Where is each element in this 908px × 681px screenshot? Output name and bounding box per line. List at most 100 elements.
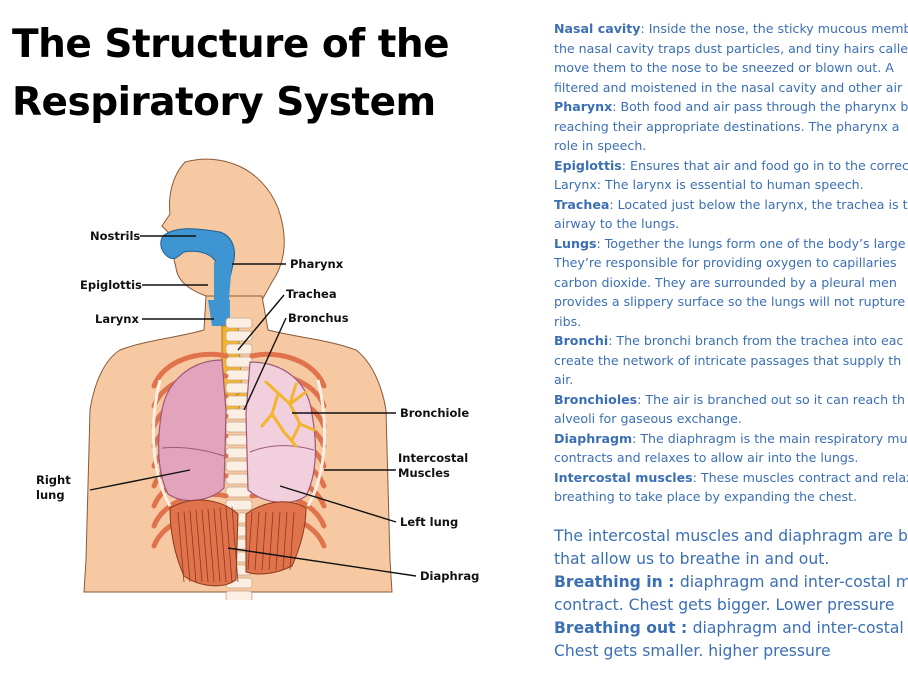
rib-right bbox=[151, 351, 229, 389]
epiglottis-line-1: Epiglottis: Ensures that air and food go… bbox=[554, 157, 908, 173]
bronchiole-branch bbox=[290, 422, 302, 442]
rib-edge-right bbox=[151, 379, 172, 507]
label-trachea: Trachea bbox=[286, 287, 337, 301]
page-title-line-2: Respiratory System bbox=[12, 80, 436, 125]
leader-line bbox=[237, 294, 285, 351]
label-right-lung-line-1: Right bbox=[36, 473, 71, 487]
term-lungs: Lungs bbox=[554, 235, 597, 251]
summary-line-2: that allow us to breathe in and out. bbox=[554, 550, 830, 568]
vertebra bbox=[225, 499, 253, 511]
label-pharynx: Pharynx bbox=[290, 257, 344, 271]
diaphragm-fibre bbox=[219, 507, 227, 583]
lungs-line-4: provides a slippery surface so the lungs… bbox=[554, 294, 906, 309]
label-larynx: Larynx bbox=[95, 312, 139, 326]
trachea-line-1: Trachea: Located just below the larynx, … bbox=[554, 196, 908, 212]
nasal-line-2: the nasal cavity traps dust particles, a… bbox=[554, 40, 908, 56]
right-lung-divider bbox=[161, 447, 225, 457]
term-intercostal-muscles: Intercostal muscles bbox=[554, 469, 693, 485]
diaphragm-fibre bbox=[189, 510, 197, 583]
larynx-line-1: Larynx: The larynx is essential to human… bbox=[554, 177, 864, 192]
lungs-line-3: carbon dioxide. They are surrounded by a… bbox=[554, 274, 897, 290]
leader-lines bbox=[89, 235, 417, 577]
bronchiole-branch bbox=[270, 412, 286, 434]
vertebra bbox=[225, 330, 253, 342]
diaphragm-fibre bbox=[247, 511, 253, 571]
bronchiole-tree bbox=[260, 380, 316, 448]
intercostal-line-2: breathing to take place by expanding the… bbox=[554, 489, 857, 504]
pharynx-line-2: reaching their appropriate destinations.… bbox=[554, 118, 900, 134]
bronchi-line-1: Bronchi: The bronchi branch from the tra… bbox=[554, 333, 904, 348]
pharynx-line-3: role in speech. bbox=[554, 138, 647, 153]
diaphragm-fibre bbox=[231, 506, 239, 583]
diaphragm-fibre bbox=[207, 508, 215, 583]
label-nostrils: Nostrils bbox=[90, 229, 140, 243]
leader-line bbox=[89, 469, 191, 491]
diaphragm-fibre bbox=[289, 511, 295, 571]
diaphragm-fibre bbox=[275, 511, 281, 571]
vertebra bbox=[225, 369, 253, 381]
lungs-line-2: They’re responsible for providing oxygen… bbox=[554, 255, 897, 270]
bronchiole-branch bbox=[260, 412, 274, 428]
diaphragm-line-1: Diaphragm: The diaphragm is the main res… bbox=[554, 430, 908, 446]
trachea-line-2: airway to the lungs. bbox=[554, 216, 680, 231]
lungs-line-1: Lungs: Together the lungs form one of th… bbox=[554, 235, 906, 251]
diaphragm-line-2: contracts and relaxes to allow air into … bbox=[554, 450, 859, 465]
page-title-line-1: The Structure of the bbox=[12, 22, 450, 67]
term-diaphragm: Diaphragm bbox=[554, 430, 633, 446]
leader-line bbox=[279, 485, 397, 523]
organ-descriptions: Nasal cavity: Inside the nose, the stick… bbox=[554, 19, 908, 507]
term-nasal-cavity: Nasal cavity bbox=[554, 21, 641, 36]
bronchioles-line-2: alveoli for gaseous exchange. bbox=[554, 411, 742, 426]
diaphragm-fibre bbox=[254, 511, 260, 571]
summary-line-1: The intercostal muscles and diaphragm ar… bbox=[554, 527, 908, 545]
nasal-line-4: filtered and moistened in the nasal cavi… bbox=[554, 79, 903, 95]
bronchiole-branch bbox=[270, 392, 280, 416]
bronchiole-branch bbox=[288, 390, 308, 406]
label-intercostal-line-2: Muscles bbox=[398, 466, 450, 480]
diaphragm-fibre bbox=[183, 511, 191, 583]
intercostal-line-1: Intercostal muscles: These muscles contr… bbox=[554, 469, 908, 485]
left-lung-divider bbox=[249, 445, 315, 453]
bronchi-line-3: air. bbox=[554, 372, 574, 387]
lungs-line-5: ribs. bbox=[554, 313, 582, 329]
breathing-in-line-2: contract. Chest gets bigger. Lower press… bbox=[554, 596, 895, 614]
leader-line bbox=[227, 547, 417, 577]
rib-left bbox=[249, 351, 327, 389]
breathing-in-line-1: Breathing in : diaphragm and inter-costa… bbox=[554, 573, 908, 591]
rib-edge-left bbox=[306, 379, 327, 507]
diaphragm-fibre bbox=[195, 510, 203, 583]
term-bronchioles: Bronchioles bbox=[554, 391, 638, 407]
respiratory-system-diagram: Nostrils Pharynx Epiglottis Trachea Lary… bbox=[36, 158, 480, 600]
vertebra bbox=[225, 356, 253, 368]
bronchiole-branch bbox=[282, 430, 298, 448]
label-intercostal-line-1: Intercostal bbox=[398, 451, 468, 465]
label-bronchus: Bronchus bbox=[288, 311, 349, 325]
diaphragm-fibres bbox=[177, 506, 295, 583]
term-epiglottis: Epiglottis bbox=[554, 157, 622, 173]
diaphragm-fibre bbox=[268, 511, 274, 571]
vertebra bbox=[225, 590, 253, 600]
term-pharynx: Pharynx bbox=[554, 99, 613, 114]
leader-line bbox=[243, 317, 287, 411]
breathing-out-line-2: Chest gets smaller. higher pressure bbox=[554, 642, 831, 660]
term-breathing-out: Breathing out : bbox=[554, 619, 693, 637]
pharynx-tube bbox=[214, 262, 232, 312]
term-bronchi: Bronchi bbox=[554, 333, 609, 348]
nasal-cavity-shape bbox=[160, 228, 235, 281]
diaphragm-fibre bbox=[261, 511, 267, 571]
term-trachea: Trachea bbox=[554, 196, 610, 212]
breathing-out-line-1: Breathing out : diaphragm and inter-cost… bbox=[554, 619, 908, 637]
label-diaphragm: Diaphragm bbox=[420, 569, 480, 583]
diaphragm-fibre bbox=[213, 508, 221, 583]
breathing-summary: The intercostal muscles and diaphragm ar… bbox=[554, 525, 908, 663]
bronchiole-branch bbox=[298, 422, 316, 432]
term-breathing-in: Breathing in : bbox=[554, 573, 680, 591]
pharynx-line-1: Pharynx: Both food and air pass through … bbox=[554, 99, 908, 114]
label-right-lung-line-2: lung bbox=[36, 488, 65, 502]
diaphragm-fibre bbox=[225, 507, 233, 583]
nasal-line-3: move them to the nose to be sneezed or b… bbox=[554, 60, 894, 75]
vertebra bbox=[225, 317, 253, 329]
nasal-line-1: Nasal cavity: Inside the nose, the stick… bbox=[554, 21, 908, 36]
label-epiglottis: Epiglottis bbox=[80, 278, 142, 292]
diaphragm-fibre bbox=[201, 509, 209, 583]
